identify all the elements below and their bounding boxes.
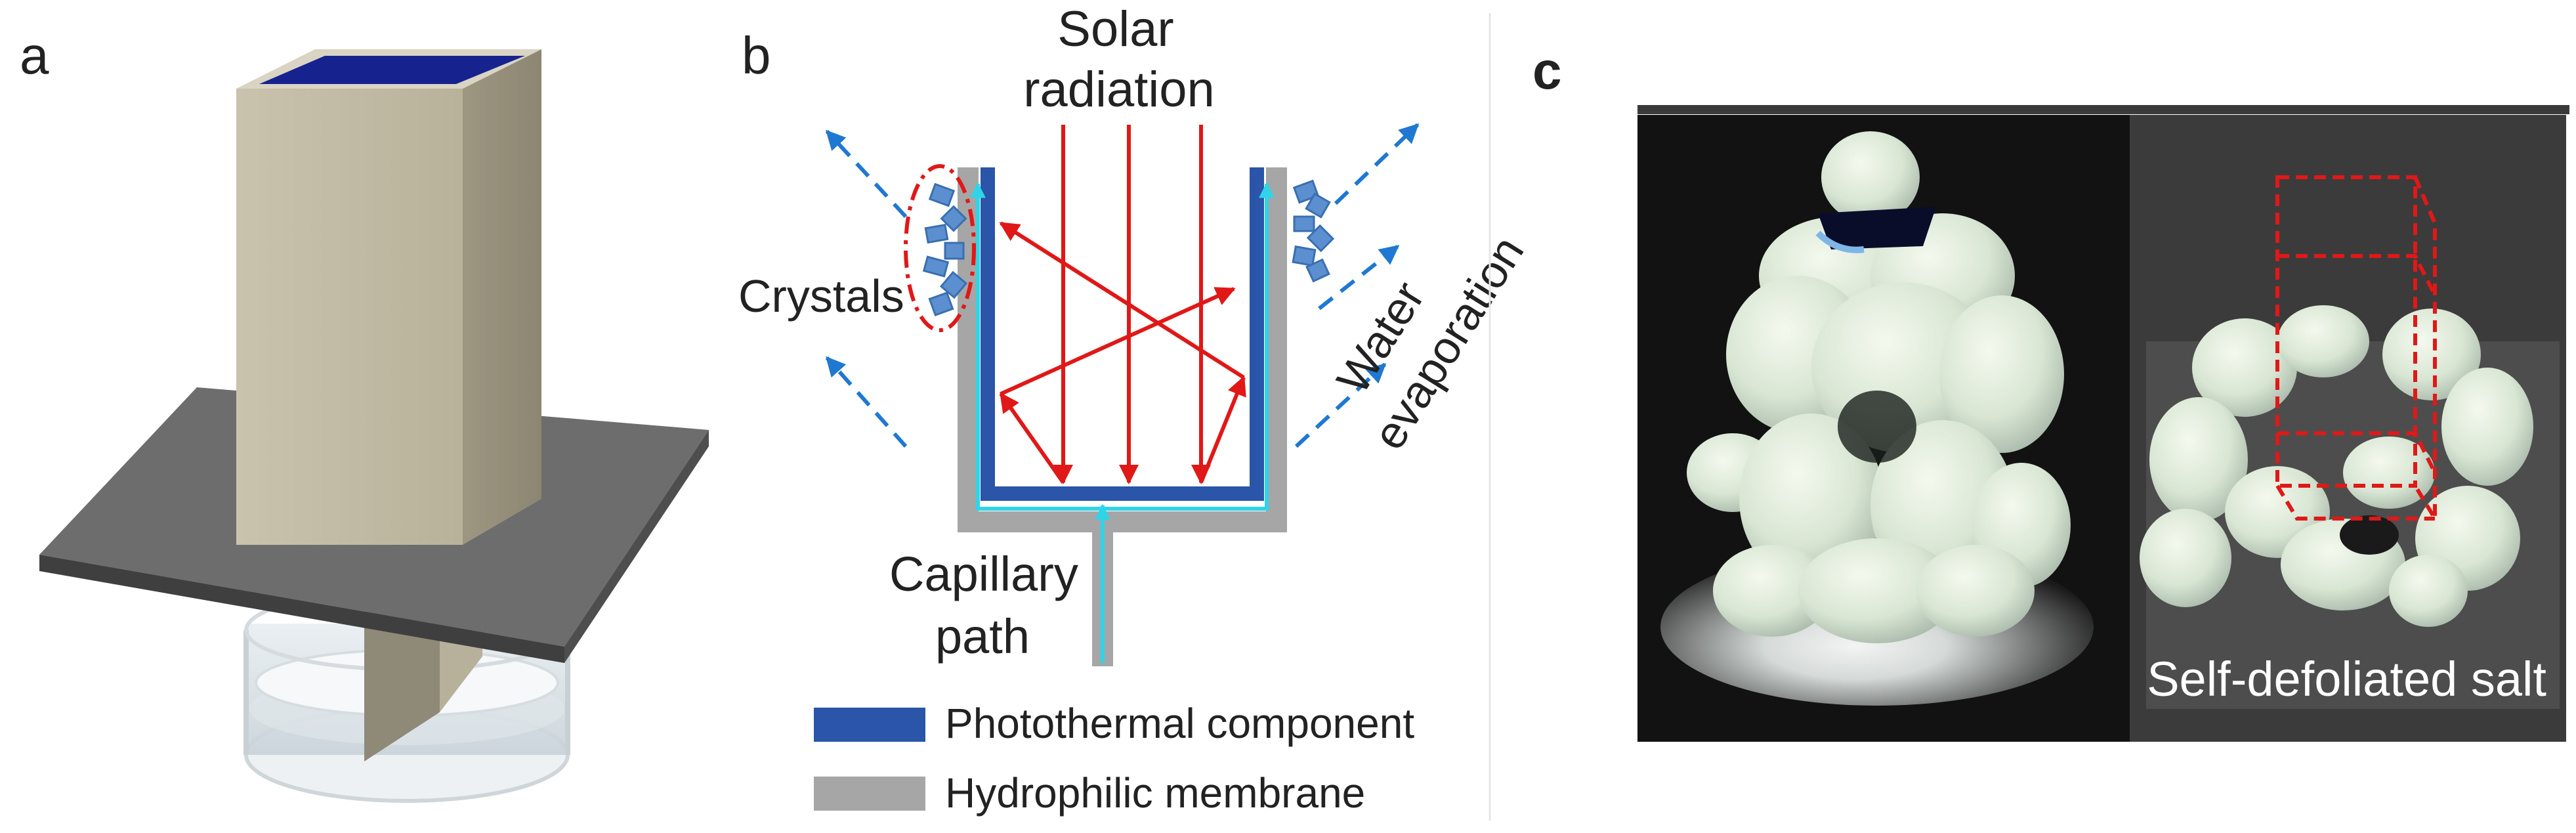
solar-label-1: Solar (1057, 1, 1173, 57)
legend-label-membrane: Hydrophilic membrane (945, 769, 1365, 817)
legend: Photothermal component Hydrophilic membr… (814, 700, 1414, 817)
panel-a-letter: a (20, 26, 49, 85)
crystal-ring (904, 164, 976, 332)
capillary-path (970, 182, 1275, 663)
vapor-arrows (825, 123, 1420, 448)
panel-b-letter: b (742, 26, 771, 85)
crystals-right (1292, 179, 1335, 283)
panel-c: c (1532, 41, 2569, 742)
capillary-label-2: path (935, 609, 1030, 664)
original-shape-outline (2275, 175, 2437, 526)
capillary-label-1: Capillary (889, 547, 1078, 601)
caption-self-defoliated: Self-defoliated salt (2147, 652, 2546, 706)
panel-c-letter: c (1532, 41, 1562, 100)
photo-before (1637, 105, 2569, 742)
radiation-rays (999, 125, 1246, 484)
legend-label-photothermal: Photothermal component (945, 700, 1414, 747)
panel-b: b Solar radiation (738, 1, 1534, 817)
legend-swatch-photothermal (814, 708, 925, 742)
evaporator-pillar (236, 49, 541, 545)
panel-a: a (20, 26, 709, 803)
solar-label-2: radiation (1023, 62, 1215, 117)
crystals-left (922, 182, 968, 316)
legend-swatch-membrane (814, 777, 925, 811)
photo-after: Self-defoliated salt (2130, 115, 2566, 742)
crystals-label: Crystals (738, 270, 904, 322)
photothermal-top (259, 56, 525, 84)
photothermal-component (981, 167, 1264, 501)
